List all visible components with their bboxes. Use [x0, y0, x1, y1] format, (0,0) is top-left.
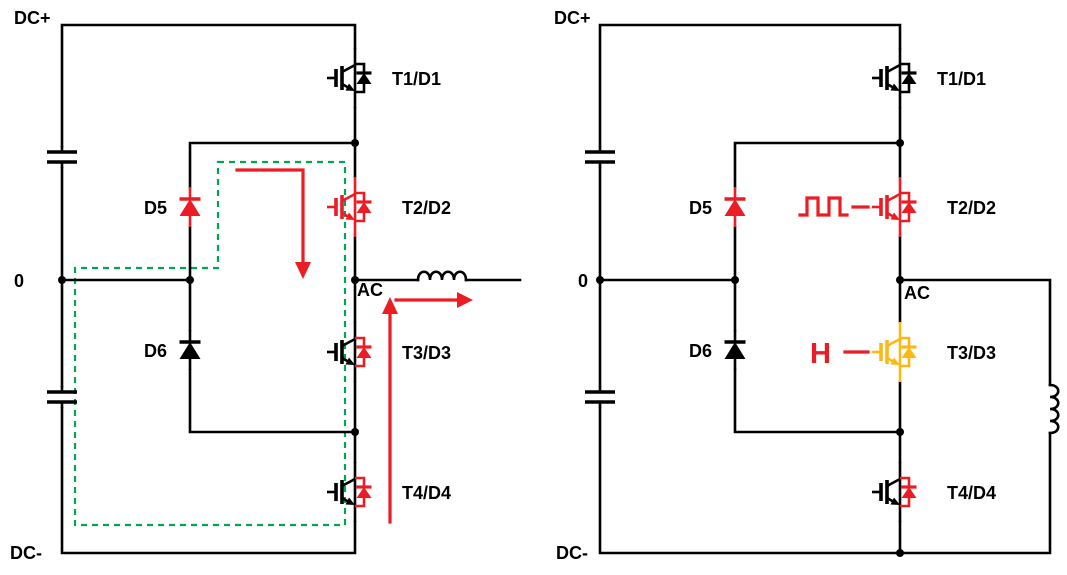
dc-link-capacitor-lower	[45, 384, 79, 410]
node-dot	[896, 428, 904, 436]
node-dot	[351, 139, 359, 147]
clamp-diode-d6	[177, 328, 203, 372]
label-d6: D6	[689, 341, 712, 361]
dc-link-capacitor-upper	[45, 144, 79, 170]
label-ac: AC	[357, 280, 383, 300]
label-zero: 0	[578, 271, 588, 291]
clamp-diode-d6	[722, 328, 748, 372]
gate-signal-annotations	[798, 196, 870, 354]
ac-inductor-coil	[416, 270, 468, 282]
node-dot	[896, 549, 904, 557]
label-ac: AC	[904, 283, 930, 303]
pwm-waveform-icon	[798, 196, 849, 217]
antiparallel-diode-d2	[898, 191, 919, 223]
node-dot	[186, 276, 194, 284]
antiparallel-diode-d1	[353, 62, 374, 94]
current-arrow-down	[235, 168, 305, 266]
igbt-t3	[325, 320, 357, 384]
antiparallel-diode-d2	[353, 191, 374, 223]
label-dc-plus: DC+	[14, 8, 51, 28]
current-arrow-up-head	[382, 297, 398, 314]
load-inductor-coil	[1048, 383, 1060, 435]
right-circuit-diagram: DC+ 0 DC- D5 D6 T1/D1 T2/D2 T3/D3 T4/D4 …	[554, 8, 1060, 563]
node-dot	[731, 276, 739, 284]
node-dot	[351, 428, 359, 436]
left-circuit-diagram: DC+ 0 DC- D5 D6 T1/D1 T2/D2 T3/D3 T4/D4 …	[10, 8, 522, 563]
label-t1-d1: T1/D1	[937, 69, 986, 89]
label-t4-d4: T4/D4	[947, 483, 996, 503]
label-t2-d2: T2/D2	[947, 198, 996, 218]
label-d5: D5	[144, 198, 167, 218]
antiparallel-diode-d4	[898, 476, 919, 508]
label-dc-minus: DC-	[556, 543, 588, 563]
left-circuit-wires	[60, 23, 522, 555]
clamp-diode-d5	[722, 185, 748, 229]
label-zero: 0	[14, 271, 24, 291]
label-t2-d2: T2/D2	[402, 198, 451, 218]
label-t1-d1: T1/D1	[392, 69, 441, 89]
label-dc-plus: DC+	[554, 8, 591, 28]
label-d6: D6	[144, 341, 167, 361]
label-t3-d3: T3/D3	[947, 343, 996, 363]
igbt-t1	[870, 46, 902, 110]
current-arrow-right-head	[457, 292, 473, 308]
current-flow-arrows	[235, 168, 473, 524]
antiparallel-diode-d1	[898, 62, 919, 94]
gate-high-label: H	[810, 338, 831, 370]
dc-link-capacitor-lower	[583, 384, 617, 410]
label-dc-minus: DC-	[10, 543, 42, 563]
label-d5: D5	[689, 198, 712, 218]
igbt-t4	[870, 460, 902, 524]
node-dot	[58, 276, 66, 284]
igbt-t1	[325, 46, 357, 110]
node-dot	[896, 276, 904, 284]
label-t4-d4: T4/D4	[402, 483, 451, 503]
antiparallel-diode-d3	[898, 336, 919, 368]
igbt-t2	[870, 175, 902, 239]
antiparallel-diode-d4	[353, 476, 374, 508]
dc-link-capacitor-upper	[583, 144, 617, 170]
clamp-diode-d5	[177, 185, 203, 229]
commutation-loop-dashed-line	[73, 160, 347, 527]
node-dot	[896, 139, 904, 147]
node-dot	[596, 276, 604, 284]
igbt-t4	[325, 460, 357, 524]
right-circuit-wires	[598, 23, 1052, 555]
antiparallel-diode-d3	[353, 336, 374, 368]
igbt-t3	[870, 320, 902, 384]
current-arrow-down-head	[295, 262, 311, 279]
igbt-t2	[325, 175, 357, 239]
label-t3-d3: T3/D3	[402, 343, 451, 363]
